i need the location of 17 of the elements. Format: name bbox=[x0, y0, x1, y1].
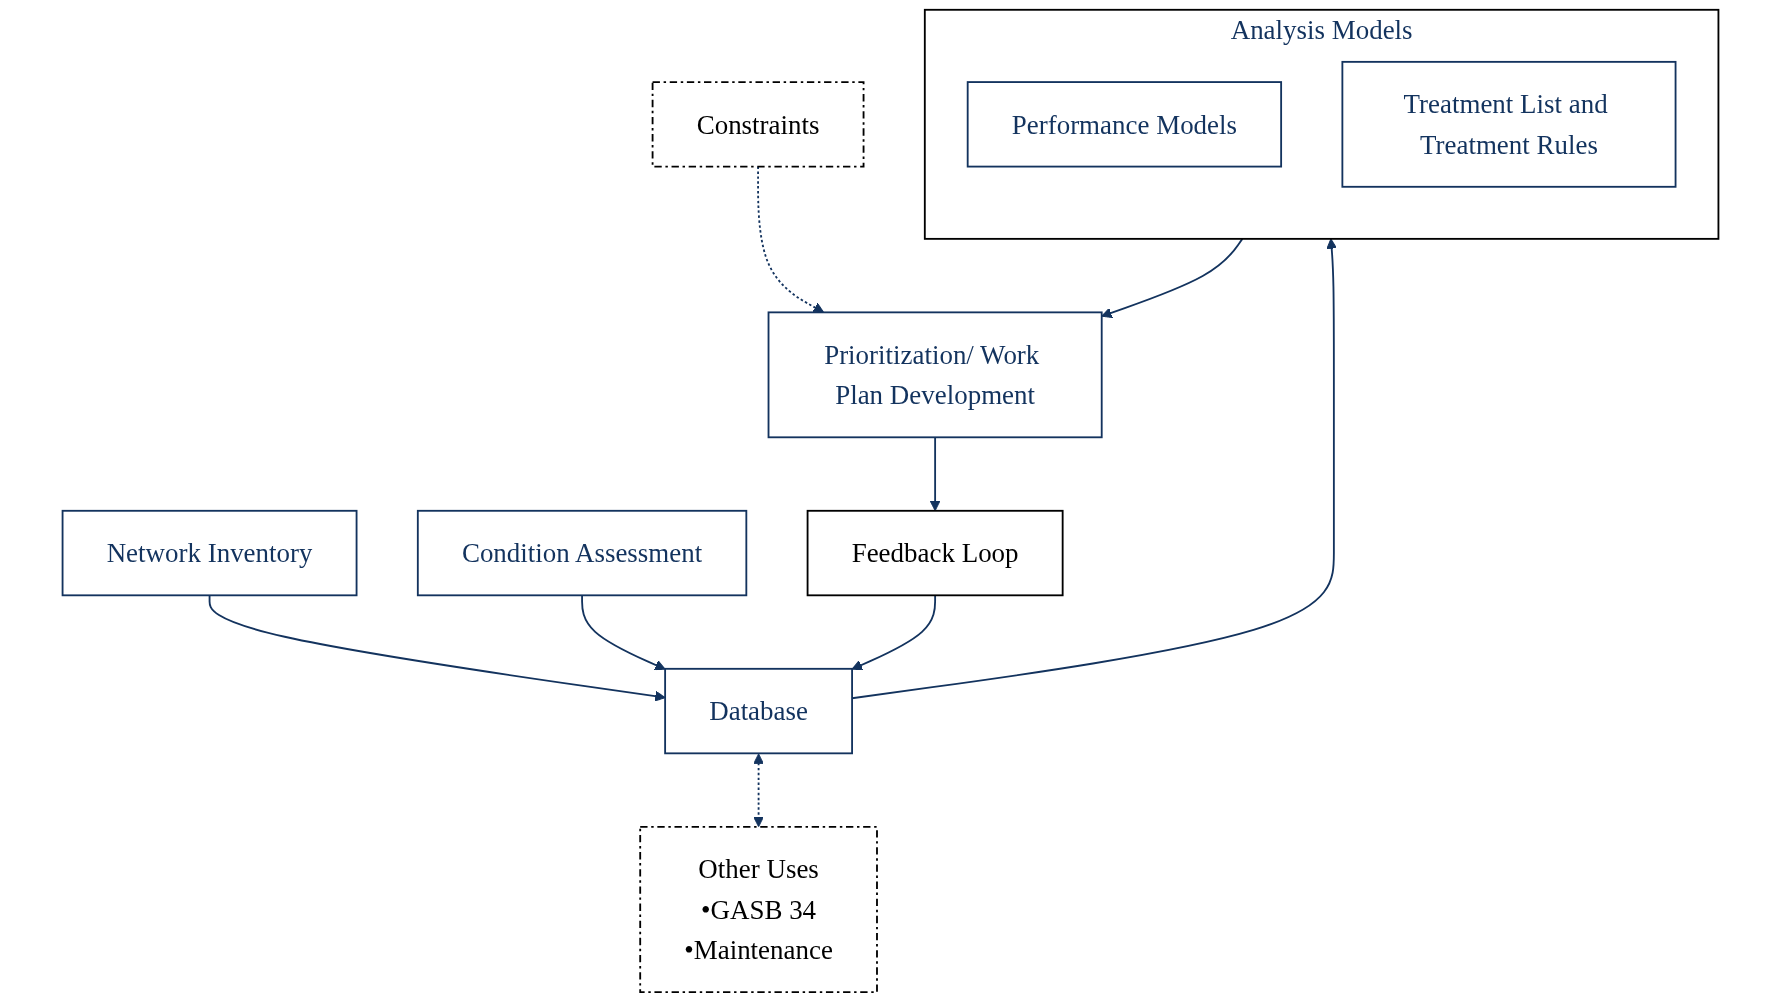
node-box: Constraints bbox=[651, 81, 865, 168]
arrow bbox=[757, 165, 825, 313]
node-box: Other Uses •GASB 34 •Maintenance bbox=[639, 825, 878, 994]
arrow bbox=[208, 594, 666, 702]
node-box: Treatment List and Treatment Rules bbox=[1341, 60, 1677, 188]
node-box: Condition Assessment bbox=[416, 509, 748, 597]
node-box: Feedback Loop bbox=[806, 509, 1064, 597]
arrow bbox=[753, 753, 764, 828]
arrow bbox=[1101, 237, 1244, 319]
arrow bbox=[851, 594, 937, 671]
node-box: Prioritization/ Work Plan Development bbox=[767, 311, 1103, 439]
arrow bbox=[581, 594, 666, 671]
arrow bbox=[929, 436, 941, 512]
node-box: Network Inventory bbox=[61, 509, 358, 597]
node-box: Performance Models bbox=[966, 81, 1283, 168]
arrow bbox=[851, 238, 1338, 700]
node-box: Database bbox=[664, 667, 853, 755]
